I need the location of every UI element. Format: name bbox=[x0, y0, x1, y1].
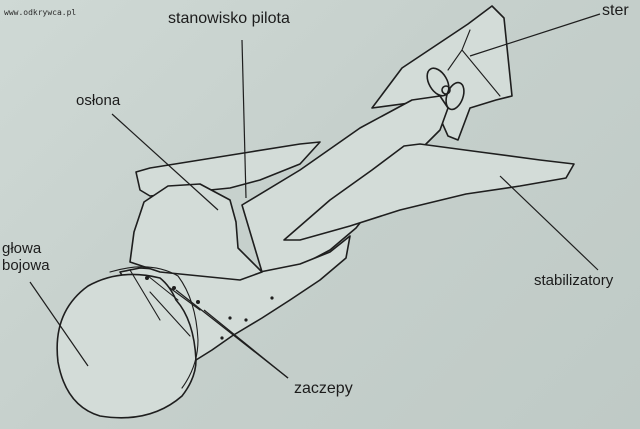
cockpit-canopy bbox=[129, 183, 263, 281]
attach-strut-3 bbox=[169, 287, 201, 311]
attach-strut-1 bbox=[129, 269, 161, 321]
rivet-2 bbox=[244, 318, 248, 322]
attach-point-1 bbox=[145, 276, 149, 280]
attach-strut-4 bbox=[149, 291, 191, 337]
rudder-hinge-line bbox=[447, 29, 501, 97]
label-ster: ster bbox=[602, 2, 629, 19]
label-glowa-bojowa: głowa bojowa bbox=[2, 240, 50, 274]
label-stanowisko-pilota: stanowisko pilota bbox=[168, 10, 290, 27]
rivet-4 bbox=[220, 336, 224, 340]
watermark-text: www.odkrywca.pl bbox=[4, 8, 77, 17]
leader-glowa bbox=[29, 281, 89, 367]
attach-point-2 bbox=[172, 286, 176, 290]
leader-zaczepy-2 bbox=[203, 309, 289, 379]
label-stabilizatory: stabilizatory bbox=[534, 272, 614, 289]
propeller-blade-top bbox=[426, 67, 450, 97]
attach-point-3 bbox=[196, 300, 200, 304]
attach-strut-2 bbox=[147, 275, 179, 301]
leader-pilot bbox=[241, 39, 247, 199]
leader-stab bbox=[499, 175, 599, 271]
propeller-hub bbox=[441, 85, 451, 95]
warhead-nose bbox=[56, 273, 197, 419]
label-oslona: osłona bbox=[76, 92, 121, 109]
label-zaczepy: zaczepy bbox=[294, 380, 353, 397]
rivet-1 bbox=[228, 316, 232, 320]
rivet-3 bbox=[270, 296, 274, 300]
wing-left bbox=[135, 141, 321, 197]
leader-ster bbox=[469, 13, 601, 57]
warhead-ring bbox=[109, 266, 199, 389]
leader-oslona bbox=[111, 113, 219, 211]
stabilizer-right bbox=[283, 143, 575, 241]
